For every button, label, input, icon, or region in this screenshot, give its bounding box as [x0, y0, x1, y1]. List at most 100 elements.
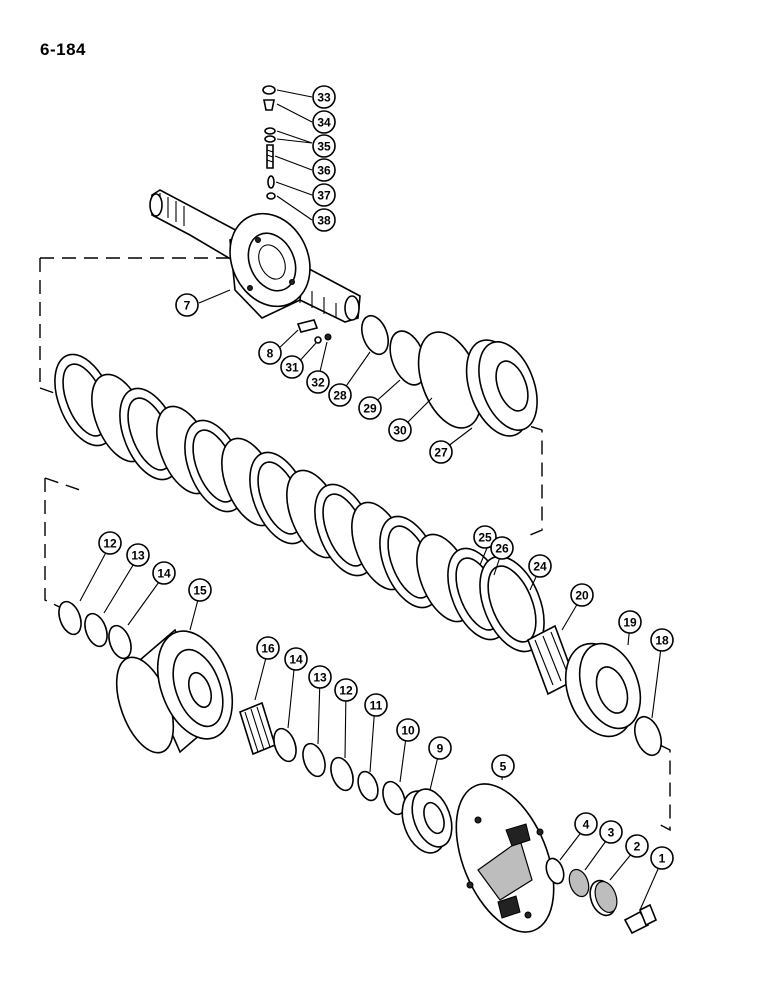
callout-16: 16 — [256, 636, 280, 660]
callout-12: 12 — [98, 531, 122, 555]
callout-circle — [312, 110, 336, 134]
callout-32: 32 — [306, 370, 330, 394]
callout-circle — [98, 531, 122, 555]
callout-circle — [570, 583, 594, 607]
callout-circle — [650, 846, 674, 870]
washer-13-upper — [84, 612, 108, 648]
callout-label: 35 — [317, 140, 331, 154]
callout-27: 27 — [429, 440, 453, 464]
callout-14: 14 — [284, 647, 308, 671]
callout-20: 20 — [570, 583, 594, 607]
callout-label: 9 — [437, 742, 444, 756]
callout-34: 34 — [312, 110, 336, 134]
callout-circle — [152, 561, 176, 585]
bearing-9 — [401, 788, 453, 854]
washer-12-lower — [330, 756, 354, 792]
leader-lines — [79, 89, 663, 911]
pin-8 — [296, 319, 319, 333]
gear-15 — [115, 628, 234, 754]
callout-2: 2 — [625, 834, 649, 858]
clutch-disc-pack — [54, 353, 545, 653]
bolt-1 — [623, 903, 658, 935]
callout-label: 14 — [289, 653, 303, 667]
callout-19: 19 — [618, 610, 642, 634]
callout-circle — [490, 536, 514, 560]
washer-12-upper — [58, 600, 82, 636]
callout-25: 25 — [473, 525, 497, 549]
callout-label: 13 — [131, 549, 145, 563]
callout-label: 13 — [313, 671, 327, 685]
callout-circle — [491, 754, 515, 778]
callout-circle — [256, 636, 280, 660]
callout-circle — [126, 543, 150, 567]
ball-32 — [324, 333, 332, 341]
callout-circle — [188, 578, 212, 602]
callout-label: 11 — [370, 699, 383, 713]
washer-13-lower — [302, 742, 326, 778]
carrier-5 — [455, 783, 555, 933]
callout-circle — [312, 134, 336, 158]
callout-circle — [388, 418, 412, 442]
callout-circle — [599, 820, 623, 844]
snap-ring-11 — [357, 770, 379, 802]
callout-label: 26 — [495, 542, 509, 556]
callout-5: 5 — [491, 754, 515, 778]
callout-18: 18 — [650, 628, 674, 652]
callout-circle — [312, 158, 336, 182]
callout-label: 18 — [655, 634, 669, 648]
callout-38: 38 — [312, 208, 336, 232]
callout-label: 3 — [608, 826, 615, 840]
callout-9: 9 — [428, 736, 452, 760]
washer-4 — [545, 857, 565, 885]
callout-circle — [308, 665, 332, 689]
callout-circle — [284, 647, 308, 671]
callout-label: 34 — [317, 116, 331, 130]
page-number: 6-184 — [40, 40, 86, 59]
callout-label: 14 — [157, 567, 171, 581]
ball-31 — [314, 336, 322, 344]
callout-35: 35 — [312, 134, 336, 158]
callout-label: 24 — [533, 560, 547, 574]
callout-circle — [312, 183, 336, 207]
needle-bearing-16 — [239, 701, 276, 756]
callout-circle — [428, 736, 452, 760]
washer-14-upper — [108, 624, 132, 660]
callout-31: 31 — [280, 355, 304, 379]
callout-circle — [574, 812, 598, 836]
callout-24: 24 — [528, 554, 552, 578]
callout-label: 15 — [193, 584, 207, 598]
callout-label: 7 — [184, 299, 191, 313]
callout-circle — [473, 525, 497, 549]
washer-10 — [382, 780, 406, 816]
callout-26: 26 — [490, 536, 514, 560]
callout-label: 25 — [478, 531, 492, 545]
callout-label: 12 — [103, 537, 117, 551]
callout-33: 33 — [312, 85, 336, 109]
callout-label: 10 — [401, 724, 415, 738]
callout-label: 8 — [267, 347, 274, 361]
callout-label: 12 — [339, 684, 353, 698]
callout-circle — [650, 628, 674, 652]
callout-circle — [364, 693, 388, 717]
callout-circle — [625, 834, 649, 858]
callout-circle — [175, 293, 199, 317]
callout-label: 19 — [623, 616, 637, 630]
callout-circle — [396, 718, 420, 742]
snap-ring-18 — [634, 715, 662, 757]
callout-4: 4 — [574, 812, 598, 836]
callout-label: 16 — [261, 642, 275, 656]
callout-label: 5 — [500, 760, 507, 774]
callout-circle — [312, 85, 336, 109]
callout-label: 29 — [363, 402, 377, 416]
callout-37: 37 — [312, 183, 336, 207]
cover-2 — [589, 879, 618, 917]
callout-group: 3334353637387831322829302725262420191812… — [98, 85, 674, 870]
callout-13: 13 — [126, 543, 150, 567]
callout-label: 32 — [311, 376, 325, 390]
callout-3: 3 — [599, 820, 623, 844]
callout-label: 2 — [634, 840, 641, 854]
callout-circle — [258, 341, 282, 365]
callout-11: 11 — [364, 693, 388, 717]
callout-10: 10 — [396, 718, 420, 742]
